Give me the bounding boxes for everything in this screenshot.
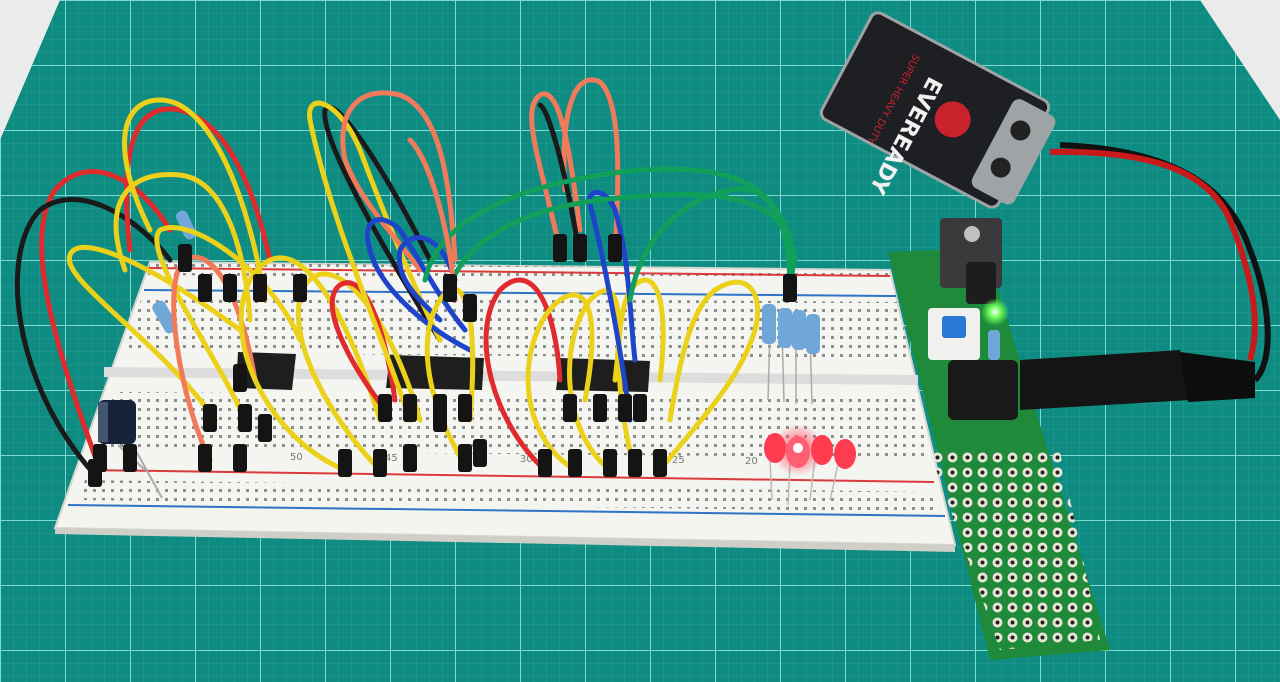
wire-plug: [293, 274, 307, 302]
led-red-3: [811, 435, 833, 465]
column-number: 50: [290, 452, 303, 463]
wire-plug: [258, 414, 272, 442]
led-red-4: [834, 439, 856, 469]
wire-plugs: [88, 234, 797, 487]
wire-plug: [568, 449, 582, 477]
dc-jack: [948, 360, 1018, 420]
wire-plug: [238, 404, 252, 432]
wire-plug: [198, 444, 212, 472]
wire-plug: [403, 394, 417, 422]
wire-blue-jumper: [364, 217, 473, 353]
column-number: 20: [745, 456, 758, 467]
resistor: [792, 310, 806, 350]
wire-plug: [608, 234, 622, 262]
column-number: 30: [520, 454, 533, 465]
wire-black-jumper: [322, 104, 443, 343]
wire-green-jumper: [627, 186, 793, 303]
led-red-1: [764, 433, 786, 463]
ic-chip-2: [386, 355, 484, 390]
power-plug: [1020, 142, 1271, 410]
capacitor-small: [966, 262, 996, 304]
battery-cable-red: [1049, 148, 1258, 361]
wire-plug: [553, 234, 567, 262]
wire-yellow-jumper: [567, 288, 622, 473]
wire-plug: [88, 459, 102, 487]
wire-yellow-jumper: [307, 100, 443, 423]
battery: EVEREADY SUPER HEAVY DUTY: [819, 11, 1056, 209]
wire-plug: [593, 394, 607, 422]
wire-plug: [563, 394, 577, 422]
battery-cap: [971, 99, 1056, 205]
wire-plug: [123, 444, 137, 472]
resistors: [152, 210, 820, 405]
wire-plug: [653, 449, 667, 477]
wire-plug: [628, 449, 642, 477]
wire-yellow-jumper: [525, 292, 595, 473]
wire-plug: [783, 274, 797, 302]
jumper-wires: [14, 77, 798, 478]
wire-salmon-jumper: [561, 77, 621, 253]
wire-plug: [443, 274, 457, 302]
resistor: [152, 300, 178, 334]
resistor: [806, 314, 820, 354]
leds: [764, 424, 856, 506]
wire-plug: [473, 439, 487, 467]
wire-plug: [433, 394, 447, 422]
wire-plug: [458, 394, 472, 422]
wire-plug: [403, 444, 417, 472]
resistor: [762, 304, 776, 344]
battery-logo: [934, 101, 971, 138]
wire-salmon-jumper: [529, 91, 583, 253]
wire-plug: [253, 274, 267, 302]
wire-plug: [203, 404, 217, 432]
wire-red-jumper: [483, 277, 563, 473]
wire-plug: [223, 274, 237, 302]
wire-yellow-jumper: [122, 97, 268, 303]
top-rail-red: [147, 267, 891, 277]
capacitor: [98, 400, 163, 499]
wire-plug: [198, 274, 212, 302]
column-number: 25: [672, 455, 685, 466]
wire-plug: [618, 394, 632, 422]
regulator-board: [888, 218, 1110, 660]
wire-plug: [573, 234, 587, 262]
bottom-rail-red: [87, 469, 935, 483]
wire-plug: [233, 444, 247, 472]
wire-plug: [338, 449, 352, 477]
wire-yellow-jumper: [657, 279, 761, 473]
wire-plug: [178, 244, 192, 272]
wire-plug: [463, 294, 477, 322]
wire-plug: [633, 394, 647, 422]
wire-plug: [378, 394, 392, 422]
wire-plug: [233, 364, 247, 392]
led-green: [981, 298, 1009, 326]
wire-plug: [373, 449, 387, 477]
wire-plug: [538, 449, 552, 477]
resistor: [778, 308, 792, 348]
wire-plug: [458, 444, 472, 472]
bottom-rail-blue: [67, 504, 946, 517]
column-number: 45: [385, 453, 398, 464]
push-button-cap[interactable]: [942, 316, 966, 338]
wire-yellow-jumper: [66, 244, 243, 423]
resistor: [988, 330, 1000, 360]
wire-salmon-jumper: [340, 90, 458, 273]
wire-plug: [603, 449, 617, 477]
